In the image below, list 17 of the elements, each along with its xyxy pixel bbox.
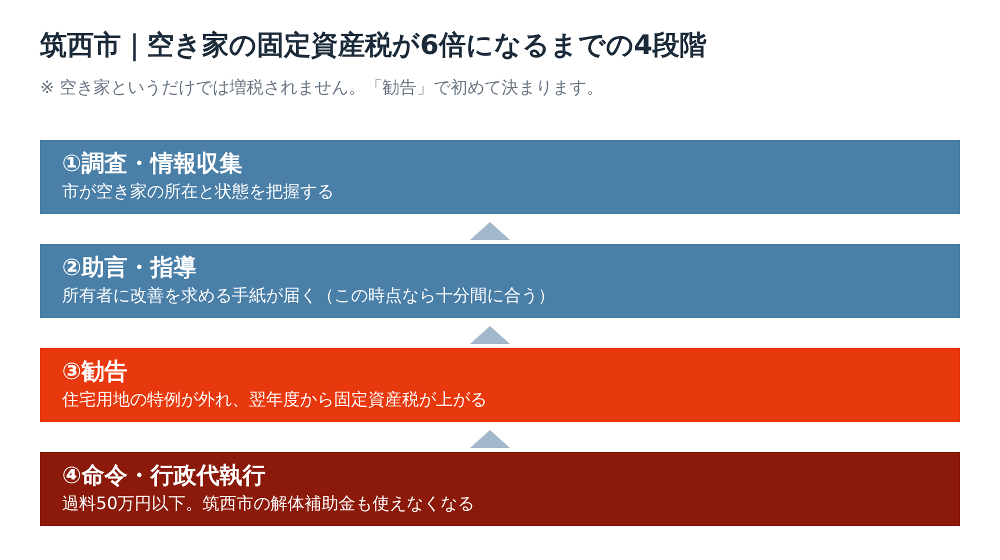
arrow (470, 326, 510, 344)
step-description: 市が空き家の所在と状態を把握する (62, 180, 335, 204)
title: 筑西市｜空き家の固定資産税が6倍になるまでの4段階 (40, 29, 707, 64)
step-description: 過料50万円以下。筑西市の解体補助金も使えなくなる (62, 492, 476, 516)
step-box (40, 244, 960, 318)
caption: ※ 空き家というだけでは増税されません。「勧告」で初めて決まります。 (40, 77, 604, 100)
step-description: 住宅用地の特例が外れ、翌年度から固定資産税が上がる (62, 388, 488, 412)
step-heading: ①調査・情報収集 (62, 150, 244, 179)
step-heading: ③勧告 (62, 358, 128, 387)
step-heading: ②助言・指導 (62, 254, 198, 283)
step-box (40, 348, 960, 422)
step-heading: ④命令・行政代執行 (62, 462, 266, 491)
arrow (470, 430, 510, 448)
step-box (40, 140, 960, 214)
step-box (40, 452, 960, 526)
arrow (470, 222, 510, 240)
step-description: 所有者に改善を求める手紙が届く（この時点なら十分間に合う） (62, 284, 556, 308)
